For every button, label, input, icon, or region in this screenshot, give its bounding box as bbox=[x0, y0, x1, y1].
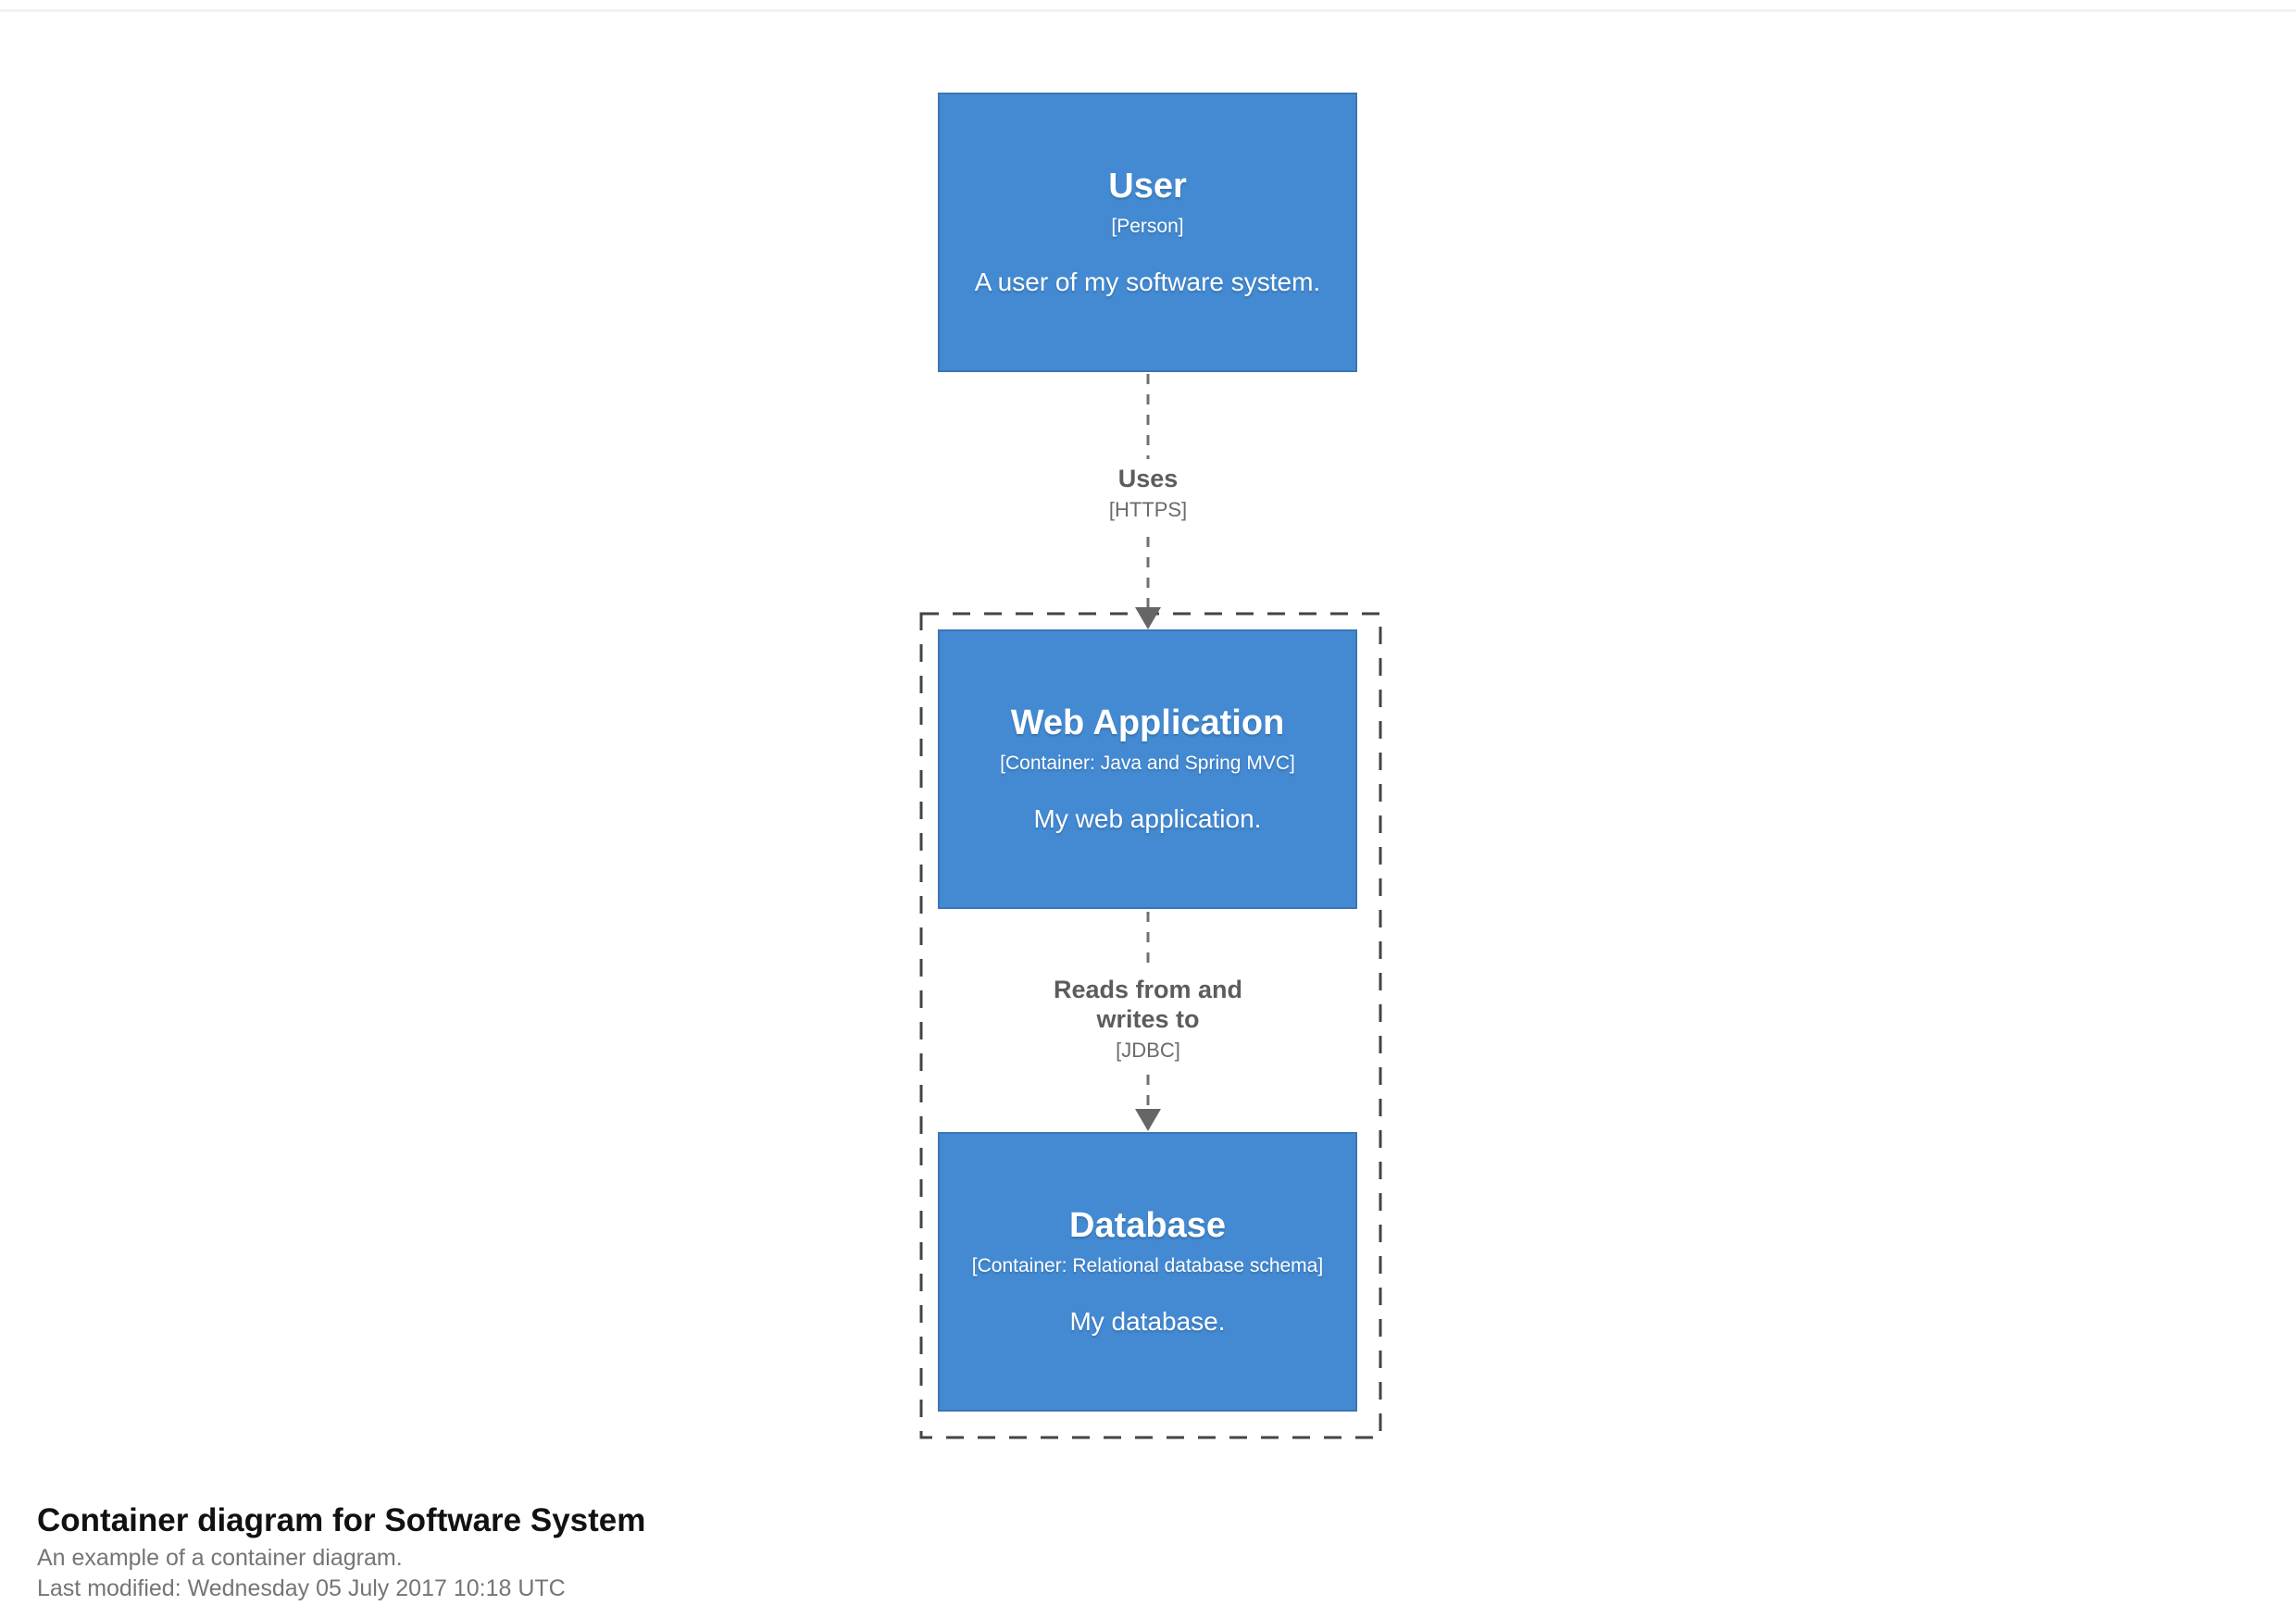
element-user-meta: [Person] bbox=[1111, 216, 1184, 238]
diagram-title: Container diagram for Software System bbox=[37, 1502, 646, 1538]
element-database-meta: [Container: Relational database schema] bbox=[971, 1255, 1324, 1277]
relationship-label-uses: Uses [HTTPS] bbox=[1097, 459, 1199, 528]
element-database[interactable]: Database [Container: Relational database… bbox=[938, 1132, 1357, 1412]
element-web-application-name: Web Application bbox=[1010, 703, 1285, 742]
relationship-label-reads-writes: Reads from and writes to [JDBC] bbox=[1022, 970, 1274, 1067]
diagram-last-modified: Last modified: Wednesday 05 July 2017 10… bbox=[37, 1575, 566, 1601]
element-database-description: My database. bbox=[1069, 1307, 1226, 1337]
diagram-description: An example of a container diagram. bbox=[37, 1545, 403, 1571]
page-top-divider bbox=[0, 9, 2296, 12]
relationship-uses-meta: [HTTPS] bbox=[1108, 497, 1188, 521]
element-web-application-description: My web application. bbox=[1033, 804, 1262, 834]
element-user-name: User bbox=[1108, 166, 1187, 205]
relationship-reads-writes-arrowhead-icon bbox=[1135, 1109, 1161, 1131]
element-web-application[interactable]: Web Application [Container: Java and Spr… bbox=[938, 629, 1357, 909]
relationship-reads-writes-name: Reads from and writes to bbox=[1053, 976, 1243, 1033]
element-database-name: Database bbox=[1069, 1205, 1226, 1245]
element-web-application-meta: [Container: Java and Spring MVC] bbox=[1000, 753, 1295, 775]
element-user-description: A user of my software system. bbox=[974, 268, 1321, 297]
element-user[interactable]: User [Person] A user of my software syst… bbox=[938, 93, 1357, 372]
relationship-reads-writes-connector bbox=[1135, 912, 1161, 1131]
diagram-footer: Container diagram for Software System An… bbox=[37, 1501, 645, 1603]
relationship-uses-name: Uses bbox=[1117, 465, 1179, 492]
relationship-reads-writes-meta: [JDBC] bbox=[1116, 1038, 1180, 1062]
relationship-uses-connector bbox=[1135, 374, 1161, 629]
relationship-uses-arrowhead-icon bbox=[1135, 607, 1161, 629]
